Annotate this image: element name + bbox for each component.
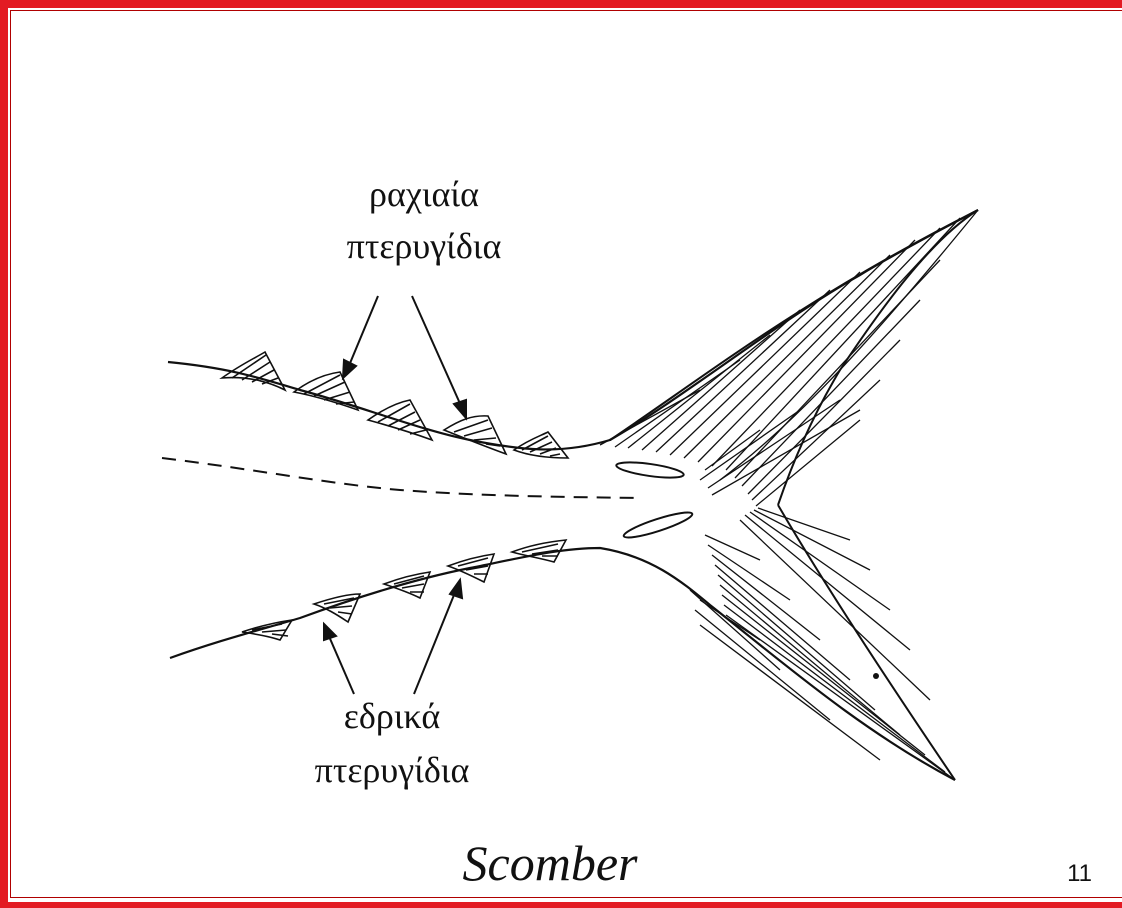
arrow [328, 634, 354, 694]
arrowhead [454, 400, 466, 418]
anal-finlet [384, 572, 430, 598]
caudal-keel-upper [615, 459, 684, 480]
arrowhead [450, 580, 462, 598]
caudal-keel-lower [622, 508, 694, 542]
page-number: 11 [1067, 860, 1092, 888]
body-ventral-outline [170, 548, 955, 780]
dorsal-finlet [222, 352, 285, 390]
arrow [348, 296, 378, 368]
anal-label-line1: εδρικά [344, 696, 441, 736]
tail-lower-lobe-edge [778, 505, 955, 780]
tail-upper-lobe [600, 210, 978, 506]
dorsal-finlet [514, 432, 568, 458]
tail-upper-lobe-edge [610, 210, 978, 505]
dorsal-finlet [368, 400, 432, 440]
anal-label-arrows [324, 580, 462, 694]
arrowhead [343, 360, 356, 378]
dorsal-label-line1: ραχιαία [369, 174, 479, 214]
dorsal-finlet [444, 416, 506, 454]
arrow [412, 296, 462, 408]
tail-lower-lobe [690, 508, 955, 780]
tail-spot [873, 673, 879, 679]
anal-finlet [314, 594, 360, 622]
dorsal-finlets [222, 352, 568, 458]
dorsal-label-line2: πτερυγίδια [347, 226, 502, 266]
arrow [414, 590, 456, 694]
arrowhead [324, 624, 336, 640]
dorsal-label-arrows [343, 296, 466, 418]
anal-label-line2: πτερυγίδια [315, 750, 470, 790]
anal-finlets [242, 540, 566, 640]
species-name: Scomber [0, 838, 1100, 888]
lateral-line [162, 458, 640, 498]
